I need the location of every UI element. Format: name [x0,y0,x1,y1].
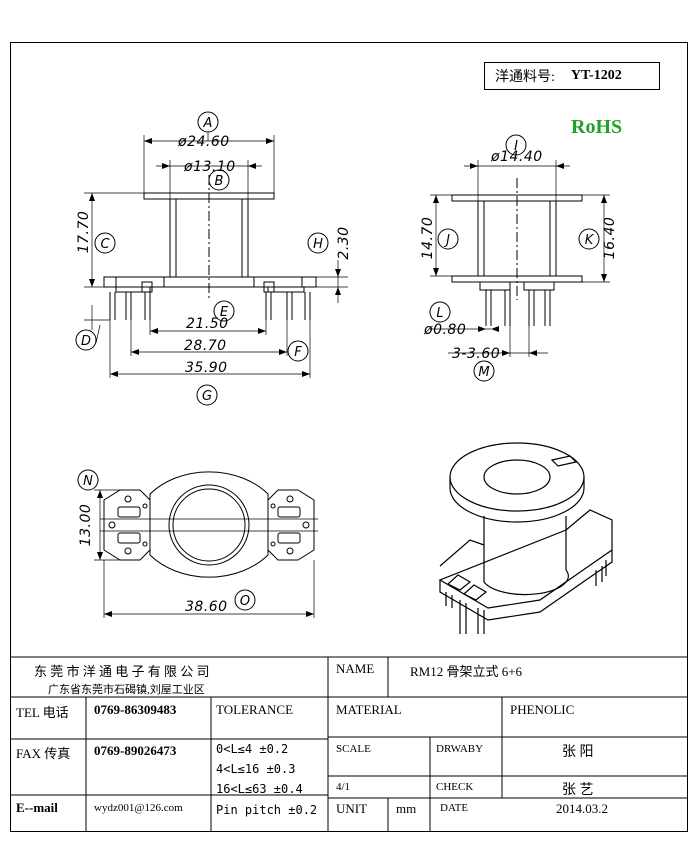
bubble-label-g: G [202,389,212,404]
material-label: MATERIAL [336,702,402,717]
bottom-center-hole [168,484,250,566]
bubble-b [208,169,230,191]
bubble-j [437,228,459,250]
bubble-m [473,360,495,382]
iso-tube-opening [483,459,551,495]
isometric-view [438,442,613,634]
bubble-label-a: A [203,116,213,131]
bubble-label-l: L [436,306,443,321]
dim-j: 14.70 [420,217,436,260]
dim-f: 28.70 [184,338,227,354]
dim-c: 17.70 [76,211,92,254]
dim-i: ø14.40 [490,149,543,165]
date-label: DATE [440,802,469,814]
bubble-label-m: M [478,365,489,380]
pins [109,292,311,320]
check-value: 张 艺 [562,783,594,798]
right-pin-block [267,489,315,561]
bubble-label-o: O [240,594,250,609]
tel-label: TEL 电话 [16,705,69,720]
bubble-label-d: D [81,334,91,349]
unit-label: UNIT [336,801,368,816]
front-view [75,111,348,406]
bubble-label-h: H [313,237,323,252]
bubble-label-c: C [100,237,110,252]
email-value: wydz001@126.com [94,802,183,814]
part-number-box: 洋通料号: YT-1202 [484,62,660,90]
bubble-label-k: K [585,233,595,248]
bubble-c [94,232,116,254]
dim-n: 13.00 [78,504,94,547]
dim-l: ø0.80 [423,322,466,338]
bubble-n [77,469,99,491]
bubble-o [234,589,256,611]
tolerance-line-1: 0<L≤4 ±0.2 [216,742,289,756]
bubble-label-j: J [443,233,450,248]
title-block-grid [10,656,688,832]
bubble-f [287,340,309,362]
tel-value: 0769-86309483 [94,702,177,717]
email-label: E--mail [16,800,58,815]
part-number-value: YT-1202 [570,68,622,83]
check-label: CHECK [436,781,474,793]
bubble-d [75,329,97,351]
drawn-by-value: 张 阳 [562,745,594,760]
tolerance-label: TOLERANCE [216,702,294,717]
iso-base [438,509,613,609]
dim-a: ø24.60 [177,134,230,150]
material-value: PHENOLIC [510,702,575,717]
tolerance-line-2: 4<L≤16 ±0.3 [216,762,296,776]
rohs-mark: RoHS [571,116,623,138]
bubble-label-e: E [220,305,229,320]
drawing-frame [10,42,688,832]
part-number-label: 洋通料号: [495,70,555,85]
scale-value: 4/1 [336,781,351,793]
bubble-e [213,300,235,322]
bubble-i [505,134,527,156]
bottom-outline [149,471,269,578]
bubble-l [429,301,451,323]
dim-e: 21.50 [186,316,229,332]
name-value: RM12 骨架立式 6+6 [410,664,523,679]
bubble-g [196,384,218,406]
bubble-label-i: I [514,139,518,154]
side-view [429,134,610,382]
bubble-h [307,232,329,254]
tolerance-line-3: 16<L≤63 ±0.4 [216,782,303,796]
company-address: 广东省东莞市石碣镇,刘屋工业区 [48,684,205,696]
drawn-by-label: DRWABY [436,743,484,755]
company-name: 东 莞 市 洋 通 电 子 有 限 公 司 [34,664,210,679]
left-pin-block [103,489,151,561]
tolerance-line-4: Pin pitch ±0.2 [216,803,318,817]
name-label: NAME [336,661,375,676]
dim-m: 3-3.60 [452,346,500,362]
fax-value: 0769-89026473 [94,743,177,758]
dim-k: 16.40 [602,217,618,260]
bubble-label-b: B [215,174,224,189]
dim-b: ø13.10 [183,159,236,175]
bubble-label-n: N [83,474,93,489]
scale-label: SCALE [336,743,371,755]
unit-value: mm [396,801,417,816]
fax-label: FAX 传真 [16,746,71,761]
date-value: 2014.03.2 [556,801,608,816]
dim-o: 38.60 [185,599,228,615]
bubble-label-f: F [294,345,302,360]
side-bottom-flange [451,275,583,283]
bubble-k [578,228,600,250]
bottom-view [77,469,318,618]
dim-h: 2.30 [336,226,352,259]
dim-g: 35.90 [185,360,228,376]
